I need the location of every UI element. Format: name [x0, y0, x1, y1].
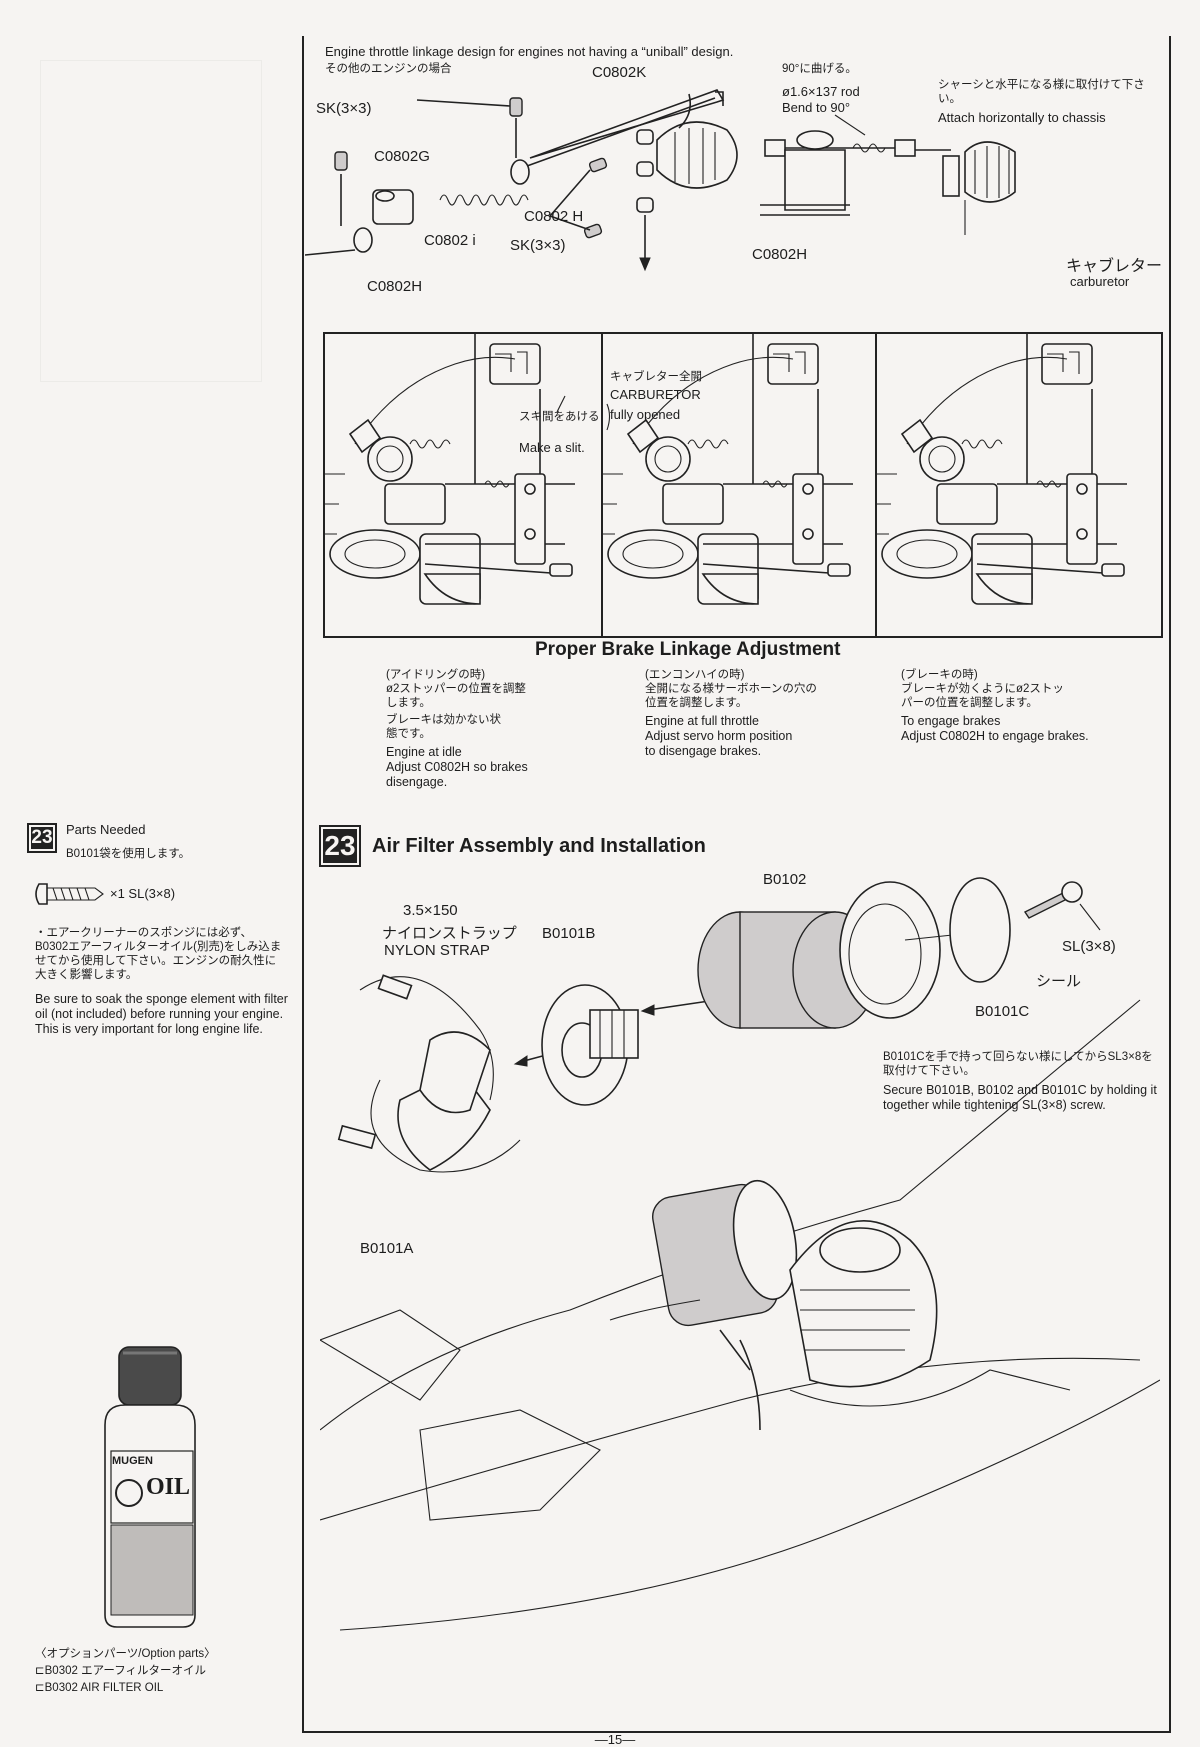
label-c0802h-left: C0802H — [367, 278, 423, 295]
label-seal: シール — [1036, 973, 1082, 990]
filter-oil-note-en: Be sure to soak the sponge element with … — [35, 992, 288, 1036]
brake-linkage-illustrations — [325, 334, 1128, 605]
brake-col-full-throttle: (エンコンハイの時) 全開になる様サーボホーンの穴の位置を調整します。 Engi… — [645, 668, 845, 759]
label-bend-jp: 90°に曲げる。 — [782, 63, 857, 75]
brake-panels-frame — [323, 332, 1163, 638]
full-en1: Engine at full throttle — [645, 714, 759, 728]
bottle-oil-text: OIL — [146, 1474, 191, 1500]
idle-en3: disengage. — [386, 775, 448, 789]
engage-jp2: ブレーキが効くようにø2ストッパーの位置を調整します。 — [901, 683, 1064, 709]
label-sk-bottom: SK(3×3) — [510, 237, 566, 254]
stopper-top — [636, 129, 654, 145]
full-en3: to disengage brakes. — [645, 744, 762, 758]
page-number: —15— — [594, 1732, 636, 1747]
chassis-note-jp: シャーシと水平になる様に取付けて下さい。 — [938, 79, 1145, 105]
idle-en1: Engine at idle — [386, 745, 462, 759]
label-c0802h-mid: C0802 H — [524, 208, 584, 225]
panel-divider-2 — [875, 332, 877, 636]
carburetor-body — [784, 149, 846, 211]
carb-open-label-en: CARBURETOR — [610, 387, 701, 402]
cap-b0101c — [839, 881, 941, 1019]
idle-jp2: ø2ストッパーの位置を調整します。 — [386, 683, 526, 709]
filter-oil-note-jp: ・エアークリーナーのスポンジには必ず、B0302エアーフィルターオイル(別売)を… — [35, 927, 282, 981]
label-c0802i: C0802 i — [424, 232, 476, 249]
label-strap-size: 3.5×150 — [403, 902, 458, 919]
brake-col-engage: (ブレーキの時) ブレーキが効くようにø2ストッパーの位置を調整します。 To … — [901, 668, 1141, 744]
seal-disc — [949, 877, 1011, 983]
brake-title: Proper Brake Linkage Adjustment — [535, 639, 841, 660]
throttle-linkage-diagram — [305, 89, 1016, 272]
screw-icon — [35, 883, 104, 905]
slit-label-jp: スキ間をあける — [519, 411, 600, 423]
bracket-right — [942, 155, 960, 197]
slit-label-en: Make a slit. — [519, 440, 585, 455]
label-c0802h-right: C0802H — [752, 246, 808, 263]
linkage-title-jp: その他のエンジンの場合 — [325, 63, 452, 75]
main-frame — [302, 36, 1171, 1733]
step-number-badge: 23 — [319, 825, 361, 867]
engage-jp1: (ブレーキの時) — [901, 669, 978, 681]
screw-sl — [1061, 881, 1083, 903]
carb-open-label-jp: キャブレター全開 — [610, 371, 702, 383]
parts-needed-title: Parts Needed — [66, 822, 146, 837]
set-screw-top — [509, 97, 523, 117]
rubber-boot — [656, 121, 738, 189]
label-bend-en: Bend to 90° — [782, 100, 851, 115]
filter-oil-bottle — [104, 1346, 196, 1628]
linkage-title-en: Engine throttle linkage design for engin… — [325, 44, 734, 59]
bottle-brand: MUGEN — [112, 1455, 153, 1467]
option-parts-title: 〈オプションパーツ/Option parts〉 — [35, 1648, 216, 1660]
bleed-through-shadow — [40, 60, 262, 382]
label-c0802k: C0802K — [592, 64, 647, 81]
set-screw-left — [334, 151, 348, 171]
full-en2: Adjust servo horm position — [645, 729, 793, 743]
label-strap-en: NYLON STRAP — [384, 942, 490, 959]
idle-jp3: ブレーキは効かない状態です。 — [386, 714, 501, 740]
option-part-jp: ⊏B0302 エアーフィルターオイル — [35, 1665, 206, 1677]
option-part-en: ⊏B0302 AIR FILTER OIL — [35, 1682, 164, 1694]
label-sl: SL(3×8) — [1062, 938, 1116, 955]
full-jp1: (エンコンハイの時) — [645, 669, 745, 681]
label-strap-jp: ナイロンストラップ — [382, 925, 517, 942]
step-title: Air Filter Assembly and Installation — [372, 835, 706, 857]
boot-side — [964, 141, 1016, 203]
label-b0101c: B0101C — [975, 1003, 1030, 1020]
engage-en1: To engage brakes — [901, 714, 1001, 728]
filter-cage — [589, 1009, 639, 1059]
carburetor-label-en: carburetor — [1070, 274, 1130, 289]
label-b0101b: B0101B — [542, 925, 596, 942]
label-b0102: B0102 — [763, 871, 807, 888]
idle-jp1: (アイドリングの時) — [386, 669, 486, 681]
spring-c0802i — [439, 194, 529, 206]
engage-en2: Adjust C0802H to engage brakes. — [901, 729, 1089, 743]
chassis-bracket-left — [764, 139, 786, 157]
air-filter-assembly-diagram — [320, 877, 1160, 1631]
label-sk-top: SK(3×3) — [316, 100, 372, 117]
screw-quantity: ×1 SL(3×8) — [110, 886, 176, 901]
carburetor-label-jp: キャブレター — [1066, 258, 1163, 275]
stopper-mid — [510, 159, 530, 185]
label-b0101a: B0101A — [360, 1240, 414, 1257]
brake-col-idle: (アイドリングの時) ø2ストッパーの位置を調整します。 ブレーキは効かない状態… — [386, 668, 586, 790]
label-c0802g: C0802G — [374, 148, 430, 165]
stopper-left — [353, 227, 373, 253]
label-rod: ø1.6×137 rod — [782, 84, 860, 99]
chassis-note-en: Attach horizontally to chassis — [938, 110, 1106, 125]
sidebar-step-badge: 23 — [27, 823, 57, 853]
full-jp2: 全開になる様サーボホーンの穴の位置を調整します。 — [645, 683, 817, 709]
screw-note-en: Secure B0101B, B0102 and B0101C by holdi… — [883, 1083, 1157, 1112]
screw-note-jp: B0101Cを手で持って回らない様にしてからSL3×8を取付けて下さい。 — [883, 1051, 1153, 1077]
parts-needed-jp: B0101袋を使用します。 — [66, 848, 191, 860]
carb-open-label-en2: fully opened — [610, 407, 681, 422]
brake-panel-drawing — [325, 334, 575, 605]
panel-divider-1 — [601, 332, 603, 636]
idle-en2: Adjust C0802H so brakes — [386, 760, 528, 774]
